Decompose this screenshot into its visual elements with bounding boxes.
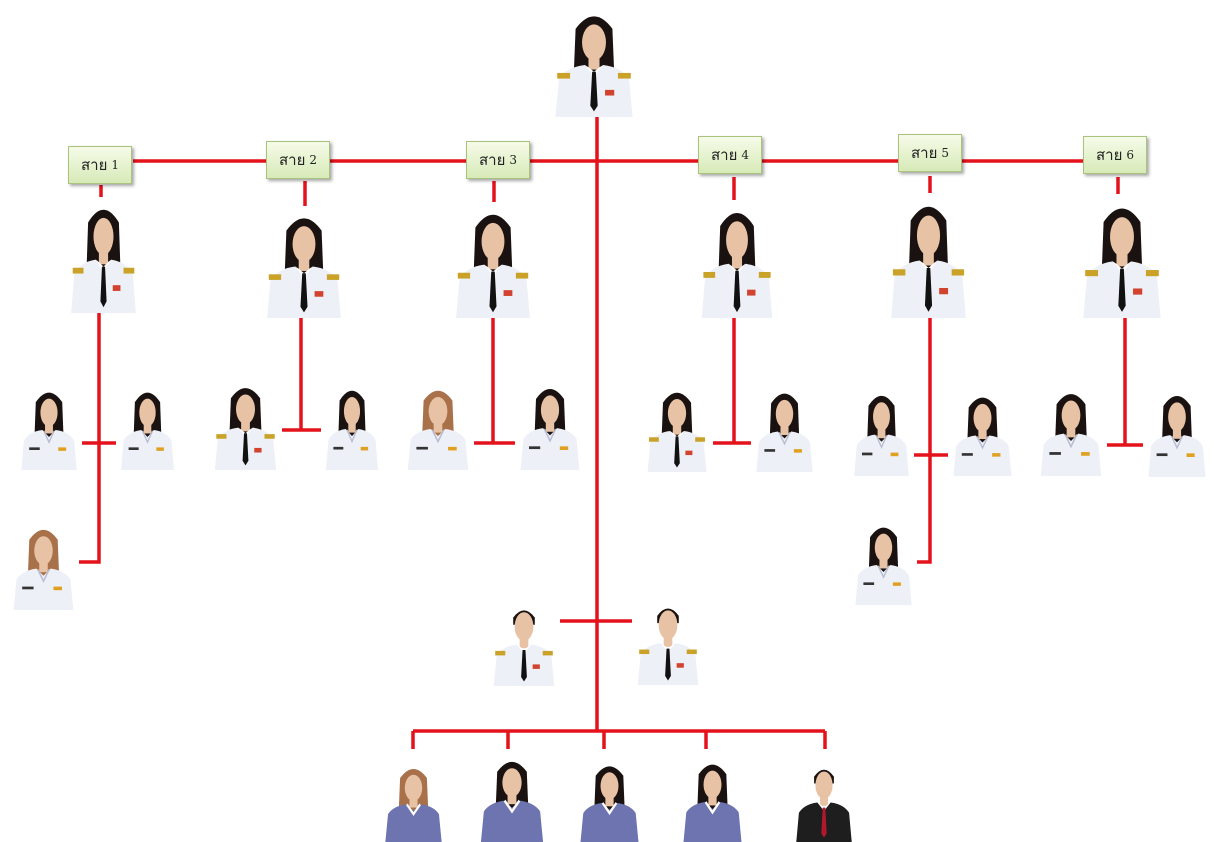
bottom-bus-line	[411, 729, 827, 749]
line-label-number: 6	[1126, 148, 1134, 162]
line-2-member-photo	[209, 378, 282, 470]
line-2-member-photo	[321, 381, 383, 470]
line-4-head-photo	[695, 200, 779, 318]
line-4-connector	[713, 318, 752, 445]
line-5-member-photo	[948, 388, 1017, 476]
line-6-member-photo	[1143, 386, 1211, 477]
line-label-number: 2	[309, 153, 317, 167]
line-label-text: สาย	[710, 146, 738, 164]
line-4-member-photo	[751, 384, 818, 472]
deputy-photo	[632, 594, 704, 685]
line-6-member-photo	[1035, 384, 1107, 476]
support-staff-photo	[791, 756, 857, 842]
line-label-text: สาย	[278, 151, 306, 169]
line-5-head-photo	[884, 193, 973, 318]
line-label-number: 4	[741, 148, 749, 162]
line-2-head-photo	[260, 206, 348, 318]
support-staff-photo	[475, 752, 549, 842]
line-3-connector	[473, 318, 515, 445]
deputy-photo	[488, 596, 560, 686]
director-photo	[548, 4, 640, 117]
line-4-member-photo	[642, 383, 712, 472]
support-staff-photo	[380, 760, 447, 842]
line-5-connector	[913, 318, 948, 564]
line-label-text: สาย	[478, 151, 506, 169]
line-1-member-photo	[8, 520, 79, 610]
line-label-text: สาย	[910, 144, 938, 162]
line-label-text: สาย	[1095, 146, 1123, 164]
line-label-number: 1	[111, 158, 119, 172]
line-1-head-photo	[65, 197, 142, 313]
line-3-member-photo	[515, 379, 585, 470]
line-3-head-photo	[449, 202, 537, 318]
support-staff-photo	[678, 755, 747, 842]
line-5-member-photo	[849, 386, 914, 476]
line-1-connector	[76, 313, 117, 564]
line-1-member-photo	[116, 383, 179, 470]
line-6-connector	[1106, 318, 1143, 447]
line-label-text: สาย	[80, 156, 108, 174]
line-6-head-photo	[1076, 195, 1168, 318]
line-2-connector	[281, 318, 322, 432]
line-label-number: 3	[509, 153, 517, 167]
support-staff-photo	[575, 757, 644, 842]
line-1-member-photo	[16, 383, 82, 470]
line-3-member-photo	[402, 381, 474, 470]
line-label-number: 5	[941, 146, 949, 160]
line-5-member-photo	[850, 518, 917, 605]
